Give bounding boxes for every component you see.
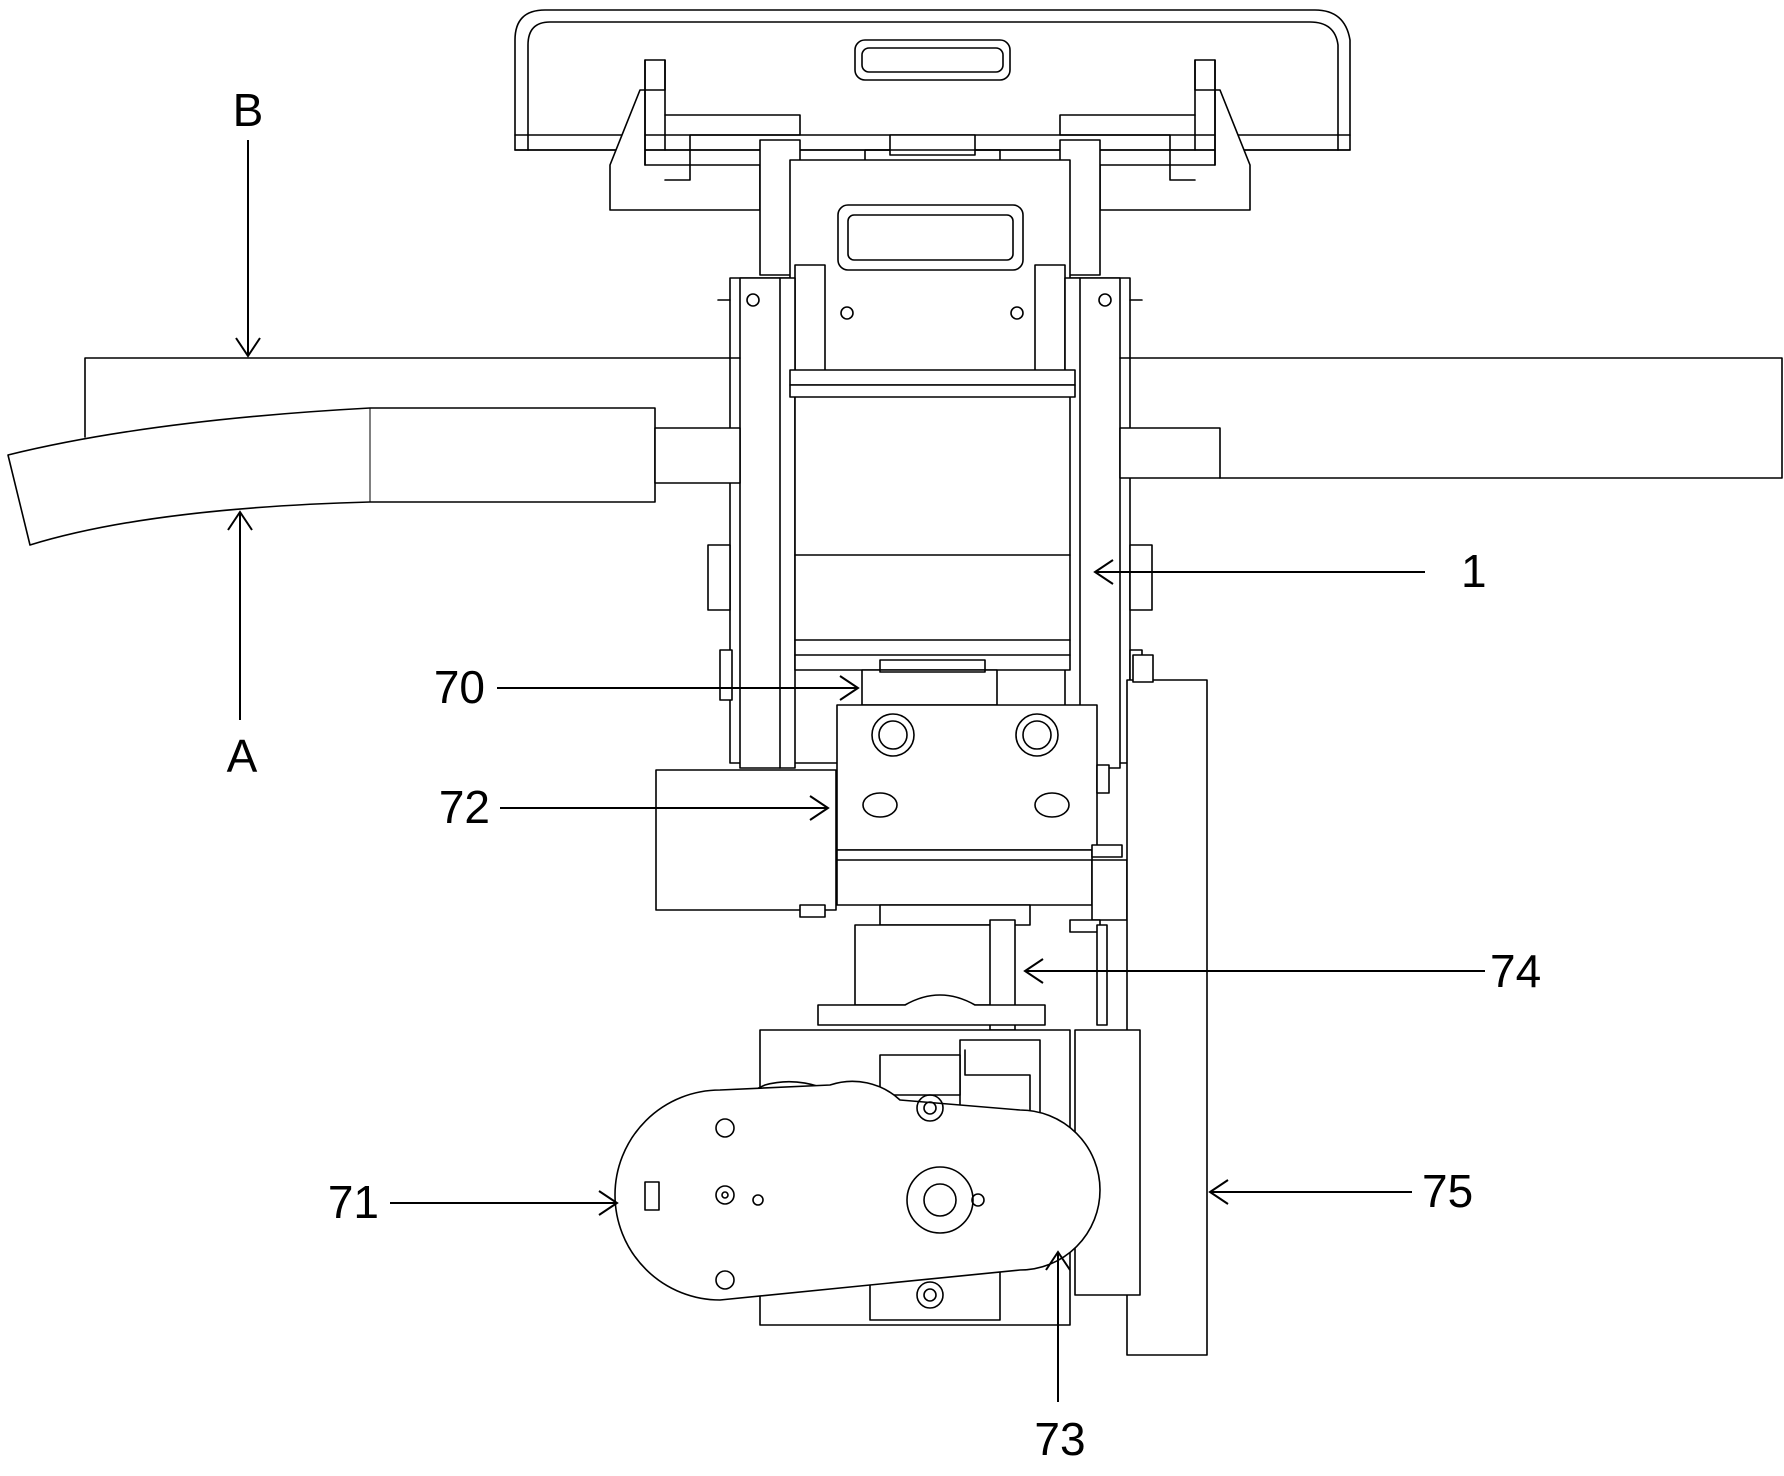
label-74: 74 xyxy=(1490,945,1541,997)
shaft-74 xyxy=(817,919,1108,1031)
leader-arrows xyxy=(227,140,1485,1402)
label-70: 70 xyxy=(434,661,485,713)
plate-75 xyxy=(1074,654,1208,1356)
guide-rail xyxy=(7,357,1783,546)
label-73: 73 xyxy=(1034,1413,1085,1465)
label-1: 1 xyxy=(1461,545,1487,597)
label-75: 75 xyxy=(1422,1165,1473,1217)
label-72: 72 xyxy=(439,781,490,833)
label-A: A xyxy=(227,730,258,782)
drive-assembly xyxy=(614,1029,1101,1326)
label-B: B xyxy=(233,84,264,136)
label-71: 71 xyxy=(328,1176,379,1228)
reference-labels: B A 1 70 72 74 71 75 73 xyxy=(227,84,1542,1465)
carriage-72 xyxy=(655,659,1128,933)
main-frame xyxy=(707,159,1153,769)
